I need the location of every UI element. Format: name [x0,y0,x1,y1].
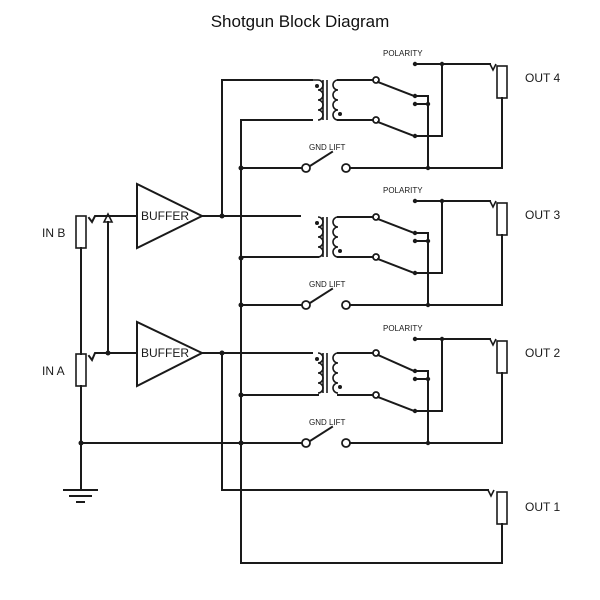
gnd-lift-label: GND LIFT [309,280,346,289]
junction-dot [301,163,311,173]
wire [496,65,508,99]
wire [496,340,508,374]
wire [308,425,334,443]
junction-dot [301,438,311,448]
wire [376,257,416,275]
junction-dot [341,163,351,173]
wire [376,395,416,413]
wire [376,80,416,98]
junction-dot [425,238,431,244]
gnd-lift-switch[interactable] [240,150,503,173]
junction-dot [338,249,342,253]
wire [376,217,416,235]
wire: BUFFER [141,346,189,360]
junction-dot [315,357,319,361]
buffer-b: BUFFER [136,182,205,250]
polarity-label: POLARITY [383,324,423,333]
jack-body [75,215,87,249]
junction-dot [338,385,342,389]
ground-icon [63,489,98,503]
junction-dot [425,376,431,382]
polarity-label: POLARITY [383,186,423,195]
input-jack-in-b: IN B [42,215,138,249]
junction-dot [78,440,84,446]
wire [376,353,416,373]
polarity-switch[interactable] [372,61,491,171]
jack-tip-wire [87,215,138,224]
wire: BUFFER [141,209,189,223]
out1-label: OUT 1 [525,500,560,514]
normalling-contact-icon [102,212,114,223]
wire [308,150,334,168]
gnd-lift-label: GND LIFT [309,143,346,152]
wire [489,63,497,72]
wire [332,79,339,121]
out2-label: OUT 2 [525,346,560,360]
isolated-block-out4: POLARITY GND LIFT OUT 4 [240,49,560,173]
isolated-block-out3: POLARITY GND LIFT OUT 3 [240,186,560,310]
out4-label: OUT 4 [525,71,560,85]
wire [332,352,339,394]
input-jack-in-a: IN A [42,352,138,387]
jack-tip-wire [87,352,138,362]
wire [496,202,508,236]
wire [317,352,324,394]
junction-dot [341,438,351,448]
wire [487,489,495,498]
isolated-block-out2: POLARITY GND LIFT OUT 2 [240,324,560,448]
wire [489,338,497,347]
gnd-lift-label: GND LIFT [309,418,346,427]
output-jack-out4 [489,63,508,169]
junction-dot [301,300,311,310]
junction-dot [338,112,342,116]
output-jack-out1 [487,489,508,564]
junction-dot [425,101,431,107]
wire [306,79,324,121]
junction-dot [439,198,445,204]
junction-dot [341,300,351,310]
polarity-label: POLARITY [383,49,423,58]
wire [332,216,339,258]
wire [136,182,205,250]
transformer-icon [306,79,342,121]
wire [376,120,416,138]
wire [317,216,324,258]
wire [308,287,334,305]
jack-body [75,353,87,387]
junction-dot [439,61,445,67]
wire [136,320,205,388]
junction-dot [315,84,319,88]
junction-dot [105,350,111,356]
in-b-label: IN B [42,226,65,240]
diagram-title: Shotgun Block Diagram [210,12,390,31]
in-a-label: IN A [42,364,65,378]
wire [496,491,508,525]
junction-dot [315,221,319,225]
wire [489,200,497,209]
out3-label: OUT 3 [525,208,560,222]
junction-dot [439,336,445,342]
buffer-a: BUFFER [136,320,205,388]
